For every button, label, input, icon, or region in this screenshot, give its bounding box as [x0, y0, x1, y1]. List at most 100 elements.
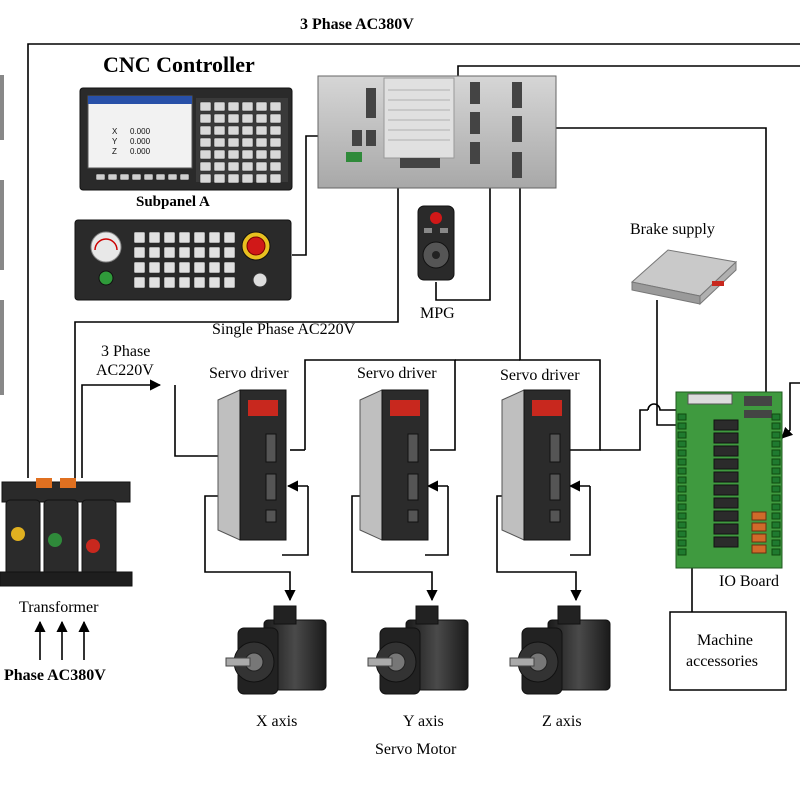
- key: [199, 113, 212, 124]
- servo-driver-3: [501, 389, 571, 541]
- key: [133, 276, 146, 289]
- key: [131, 173, 142, 181]
- key: [255, 137, 268, 148]
- key: [241, 161, 254, 172]
- key: [269, 149, 282, 160]
- servo-motor-2: [367, 605, 469, 695]
- key: [155, 173, 166, 181]
- transformer-unit: [0, 478, 133, 587]
- brake-supply-label: Brake supply: [630, 221, 715, 238]
- key: [199, 161, 212, 172]
- key: [133, 231, 146, 244]
- key: [241, 149, 254, 160]
- servo-driver-label-2: Servo driver: [357, 365, 437, 382]
- key: [119, 173, 130, 181]
- subpanel-keypad: [133, 231, 236, 289]
- motor-shaft: [509, 657, 535, 667]
- key: [241, 173, 254, 184]
- key: [148, 276, 161, 289]
- spindle-gauge: [90, 231, 122, 263]
- screen-value-z: 0.000: [130, 147, 151, 156]
- servo-driver-1: [217, 389, 287, 541]
- key: [269, 113, 282, 124]
- key: [107, 173, 118, 181]
- key: [163, 261, 176, 274]
- key: [241, 113, 254, 124]
- key: [227, 161, 240, 172]
- key: [193, 276, 206, 289]
- servo-motors: [225, 605, 611, 695]
- servo-motor-3: [509, 605, 611, 695]
- servo-driver-2: [359, 389, 429, 541]
- key: [241, 101, 254, 112]
- motor-shaft: [225, 657, 251, 667]
- driver-display: [390, 400, 420, 416]
- subpanel-a: [74, 219, 292, 301]
- cnc-controller-title: CNC Controller: [103, 52, 255, 77]
- wire-right-io: [781, 382, 800, 439]
- key: [227, 149, 240, 160]
- key: [213, 161, 226, 172]
- key: [269, 173, 282, 184]
- key: [178, 231, 191, 244]
- key: [227, 173, 240, 184]
- key: [167, 173, 178, 181]
- three-phase-220-label-1: 3 Phase: [101, 343, 151, 360]
- key: [223, 261, 236, 274]
- wire-380v-top: [27, 43, 800, 478]
- screen-axis-z: Z: [112, 147, 117, 156]
- screen-axis-x: X: [112, 127, 118, 136]
- key: [241, 125, 254, 136]
- key: [213, 101, 226, 112]
- edge-photo-3: [0, 300, 4, 395]
- key: [255, 113, 268, 124]
- key: [199, 101, 212, 112]
- io-board-label: IO Board: [719, 573, 779, 590]
- mpg-label: MPG: [420, 305, 455, 322]
- screen-value-x: 0.000: [130, 127, 151, 136]
- key: [208, 231, 221, 244]
- key: [213, 149, 226, 160]
- relay: [713, 484, 739, 496]
- three-phase-220-label-2: AC220V: [96, 362, 154, 379]
- mode-switch: [252, 272, 268, 288]
- wire-single-phase: [74, 165, 399, 478]
- key: [208, 276, 221, 289]
- power-led: [98, 270, 114, 286]
- key: [148, 231, 161, 244]
- wire-driver2-motor: [351, 495, 438, 602]
- power-supply: [383, 77, 455, 159]
- edge-photo-1: [0, 75, 4, 140]
- brake-supply-unit: [630, 249, 738, 306]
- key: [133, 261, 146, 274]
- wire-driver-io: [600, 409, 648, 451]
- subpanel-label: Subpanel A: [136, 194, 210, 210]
- key: [213, 173, 226, 184]
- machine-label-1: Machine: [697, 632, 753, 649]
- estop-button: [246, 236, 266, 256]
- driver-display: [532, 400, 562, 416]
- cnc-keypad: [199, 101, 282, 184]
- key: [148, 261, 161, 274]
- key: [199, 125, 212, 136]
- key: [178, 276, 191, 289]
- key: [227, 137, 240, 148]
- wire-brake-io: [656, 300, 676, 426]
- key: [255, 161, 268, 172]
- db-connector-1: [366, 88, 376, 118]
- encoder-connector: [557, 605, 581, 625]
- key: [227, 125, 240, 136]
- input-arrows: [34, 620, 90, 660]
- key: [143, 173, 154, 181]
- y-axis-label: Y axis: [403, 713, 444, 730]
- power-input-top-label: 3 Phase AC380V: [300, 16, 414, 33]
- servo-drivers: [217, 389, 571, 541]
- key: [255, 101, 268, 112]
- key: [163, 231, 176, 244]
- x-axis-label: X axis: [256, 713, 298, 730]
- key: [208, 261, 221, 274]
- z-axis-label: Z axis: [542, 713, 582, 730]
- key: [193, 246, 206, 259]
- edge-photo-2: [0, 180, 4, 270]
